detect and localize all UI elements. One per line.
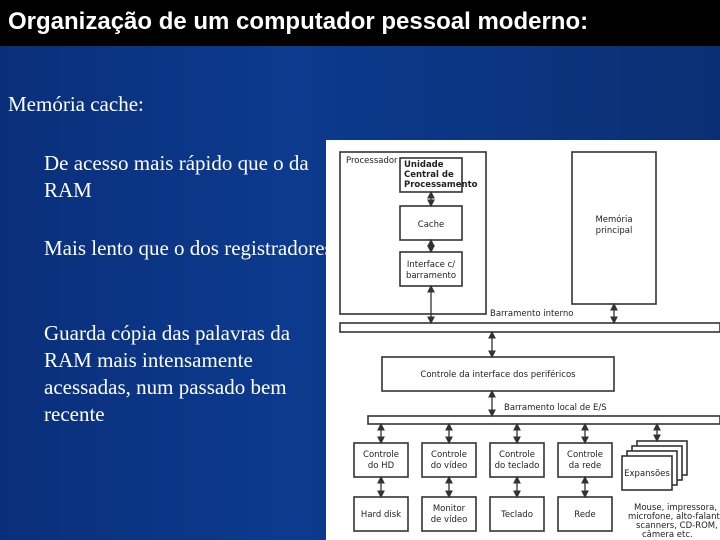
video-controller-box (421, 442, 477, 478)
network-controller-label-1: Controle (567, 450, 603, 460)
local-io-bus (367, 415, 720, 425)
cpu-label-2: Central de (404, 170, 454, 180)
main-memory-label-2: principal (596, 226, 633, 236)
hard-disk-label: Hard disk (361, 510, 401, 520)
hd-controller-label-2: do HD (368, 461, 395, 471)
expansions-note-2: microfone, alto-falantes, (628, 512, 720, 522)
hd-controller-label-1: Controle (363, 450, 399, 460)
bullet-3: Guarda cópia das palavras da RAM mais in… (44, 321, 291, 426)
expansions-box (621, 455, 673, 491)
keyboard-controller-box (489, 442, 545, 478)
network-controller-box (557, 442, 613, 478)
processor-label: Processador (346, 156, 398, 166)
keyboard-controller-label-2: do teclado (495, 461, 540, 471)
expansions-note-4: câmera etc. (642, 530, 693, 540)
diagram-svg: Processador Unidade Central de Processam… (339, 151, 720, 540)
monitor-label-2: de vídeo (431, 515, 468, 525)
keyboard-label: Teclado (500, 510, 533, 520)
cpu-label-3: Processamento (404, 180, 478, 190)
title-bar: Organização de um computador pessoal mod… (0, 0, 720, 46)
cpu-label-1: Unidade (404, 160, 444, 170)
network-label: Rede (574, 510, 595, 520)
slide-title: Organização de um computador pessoal mod… (8, 8, 589, 35)
cache-label: Cache (418, 220, 444, 230)
bullet-1: De acesso mais rápido que o da RAM (44, 151, 309, 202)
internal-bus-label: Barramento interno (490, 309, 573, 319)
processor-box (339, 151, 487, 315)
bus-interface-label-1: Interface c/ (407, 260, 455, 270)
internal-bus (339, 322, 720, 333)
monitor-box (421, 496, 477, 532)
expansions-label: Expansões (624, 469, 670, 479)
peripheral-interface-box (381, 356, 615, 392)
main-memory-label-1: Memória (595, 214, 632, 225)
architecture-diagram: Processador Unidade Central de Processam… (326, 140, 720, 540)
network-controller-label-2: da rede (569, 461, 601, 471)
video-controller-label-2: do vídeo (431, 461, 468, 471)
keyboard-controller-label-1: Controle (499, 450, 535, 460)
local-io-bus-label: Barramento local de E/S (504, 403, 607, 413)
video-controller-label-1: Controle (431, 450, 467, 460)
peripheral-interface-label: Controle da interface dos periféricos (420, 369, 576, 380)
monitor-label-1: Monitor (433, 504, 466, 514)
hd-controller-box (353, 442, 409, 478)
section-heading: Memória cache: (8, 92, 144, 116)
bullet-2: Mais lento que o dos registradores (44, 236, 333, 260)
expansions-note-3: scanners, CD-ROM, (636, 521, 718, 531)
expansions-note-1: Mouse, impressora, (634, 503, 717, 513)
bus-interface-label-2: barramento (406, 271, 456, 281)
